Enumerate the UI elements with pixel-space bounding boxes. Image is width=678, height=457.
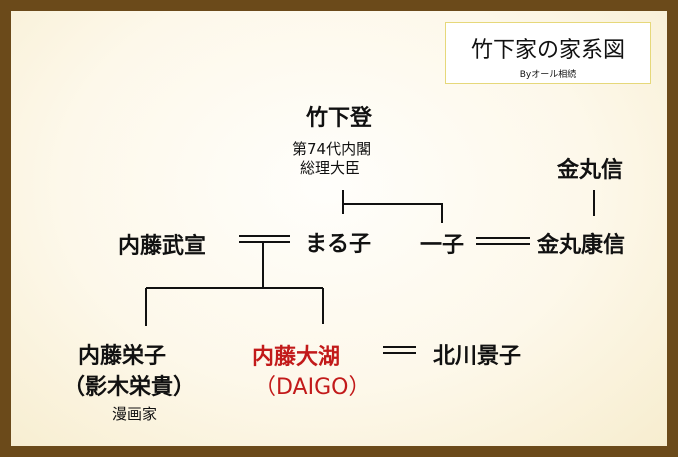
title-box: 竹下家の家系図 Byオール相続 [445,22,651,84]
person-naito-daigo: 内藤大湖 [252,345,341,370]
person-takeshita-noboru-note2: 総理大臣 [300,159,361,177]
line-naito-children [145,242,324,326]
person-naito-eiko-alias: （影木栄貴） [63,375,196,400]
person-kanemaru-yasunobu: 金丸康信 [537,233,626,258]
marriage-line-kazuko-yasunobu [476,237,530,245]
marriage-line-takenori-maruko [239,235,290,243]
credit: Byオール相続 [519,70,577,80]
person-naito-daigo-alias: （DAIGO） [254,375,371,400]
person-kazuko: 一子 [420,233,465,258]
person-naito-eiko-note: 漫画家 [112,405,158,423]
marriage-line-daigo-keiko [383,346,416,354]
person-takeshita-noboru-note1: 第74代内閣 [292,140,372,158]
person-kanemaru-shin: 金丸信 [557,158,624,183]
person-naito-takenori: 内藤武宣 [118,234,207,259]
person-kitagawa-keiko: 北川景子 [433,344,522,369]
person-naito-eiko: 内藤栄子 [78,344,167,369]
person-maruko: まる子 [305,232,372,257]
line-noboru-children [342,190,443,223]
page-title: 竹下家の家系図 [470,38,625,63]
person-takeshita-noboru: 竹下登 [306,106,373,131]
